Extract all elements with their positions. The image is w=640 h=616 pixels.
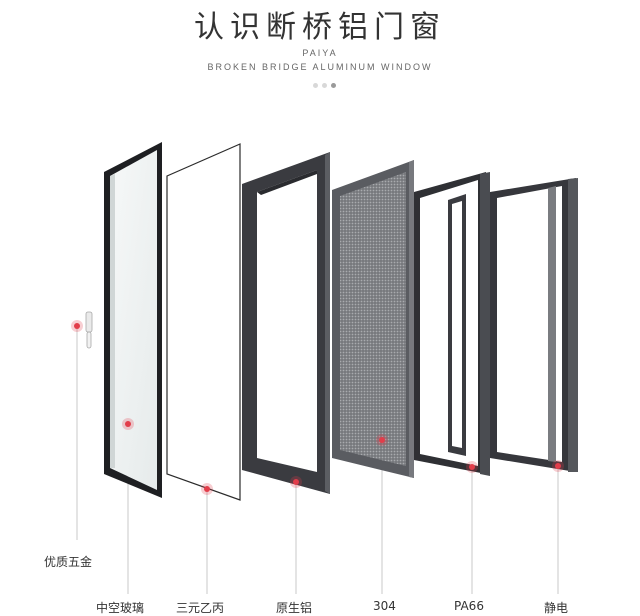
glass-panel (104, 142, 162, 498)
label-spraying: 静电 (544, 601, 569, 615)
mesh-panel (332, 160, 414, 478)
pager-dot[interactable] (322, 83, 327, 88)
pager-dots[interactable] (313, 83, 343, 89)
page-title: 认识断桥铝门窗 (194, 10, 446, 45)
label-strip: PA66 (454, 599, 484, 613)
marker-dot-icon (293, 479, 299, 485)
pa66-frame (414, 172, 490, 476)
marker-dot-icon (379, 437, 385, 443)
pager-dot[interactable] (313, 83, 318, 88)
pager-dot-active[interactable] (331, 83, 336, 88)
page-subtitle: BROKEN BRIDGE ALUMINUM WINDOW (207, 62, 433, 72)
outer-frame (490, 178, 578, 472)
brand-name: PAIYA (302, 48, 338, 58)
epdm-panel (166, 143, 241, 501)
marker-dot-icon (74, 323, 80, 329)
marker-dot-icon (204, 486, 210, 492)
label-epdm: 三元乙丙 (176, 601, 225, 615)
handle-icon (85, 311, 93, 349)
aluminum-frame (242, 152, 330, 494)
marker-dot-icon (469, 464, 475, 470)
label-glass: 中空玻璃 (96, 601, 145, 615)
marker-dot-icon (555, 463, 561, 469)
label-hardware: 优质五金 (44, 555, 93, 569)
marker-dot-icon (125, 421, 131, 427)
label-aluminum: 原生铝 (276, 601, 313, 615)
marker-dots (71, 320, 564, 495)
label-mesh: 304 (373, 599, 396, 613)
